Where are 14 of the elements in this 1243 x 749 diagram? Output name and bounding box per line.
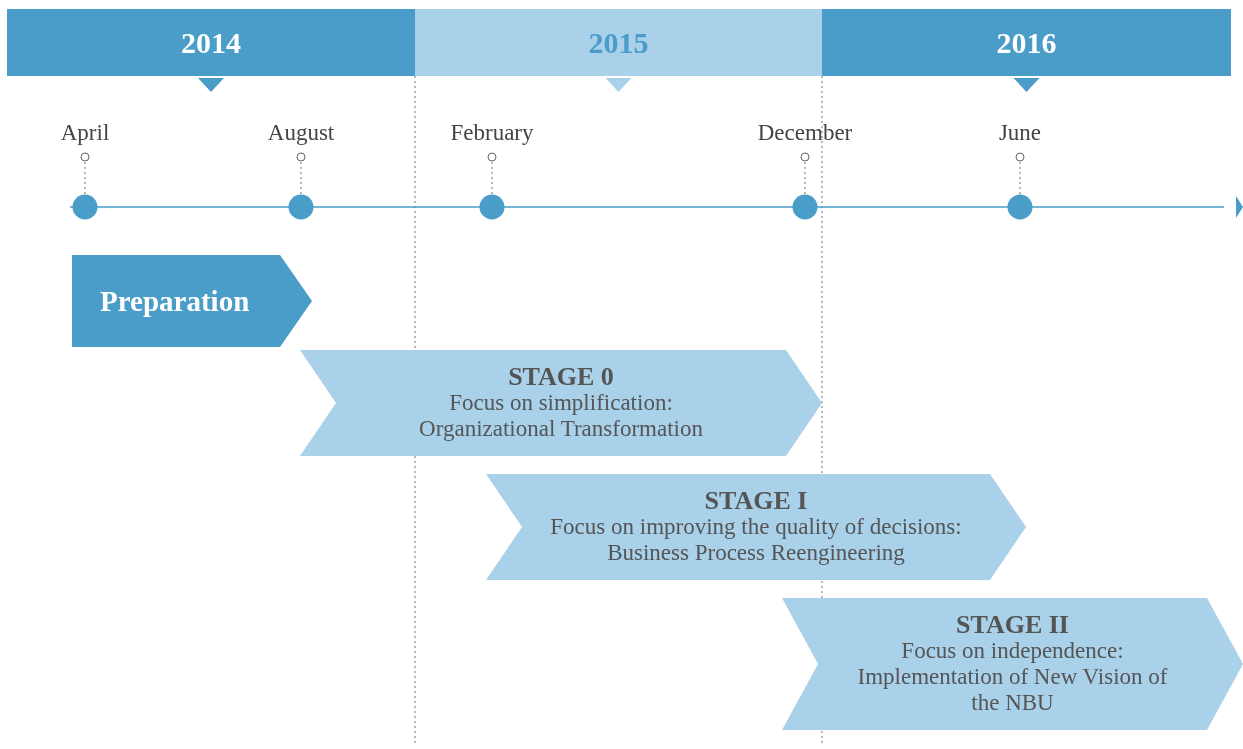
month-label: August: [267, 120, 335, 146]
month-label: June: [998, 120, 1042, 146]
month-label: December: [757, 120, 853, 146]
stage-title: STAGE I: [704, 488, 808, 514]
stage-description: Focus on independence: Implementation of New Vision of the NBU: [856, 638, 1169, 716]
stage-title: STAGE 0: [508, 364, 614, 390]
stage-title: STAGE II: [956, 612, 1069, 638]
stage-description: Focus on simplification: Organizational Transformation: [418, 390, 704, 442]
year-band: 2014: [7, 9, 415, 76]
stage-description: Focus on improving the quality of decisions: Business Process Reengineering: [549, 514, 963, 566]
month-label: April: [60, 120, 110, 146]
year-band: 2015: [415, 9, 822, 76]
year-band: 2016: [822, 9, 1231, 76]
month-label: February: [450, 120, 534, 146]
